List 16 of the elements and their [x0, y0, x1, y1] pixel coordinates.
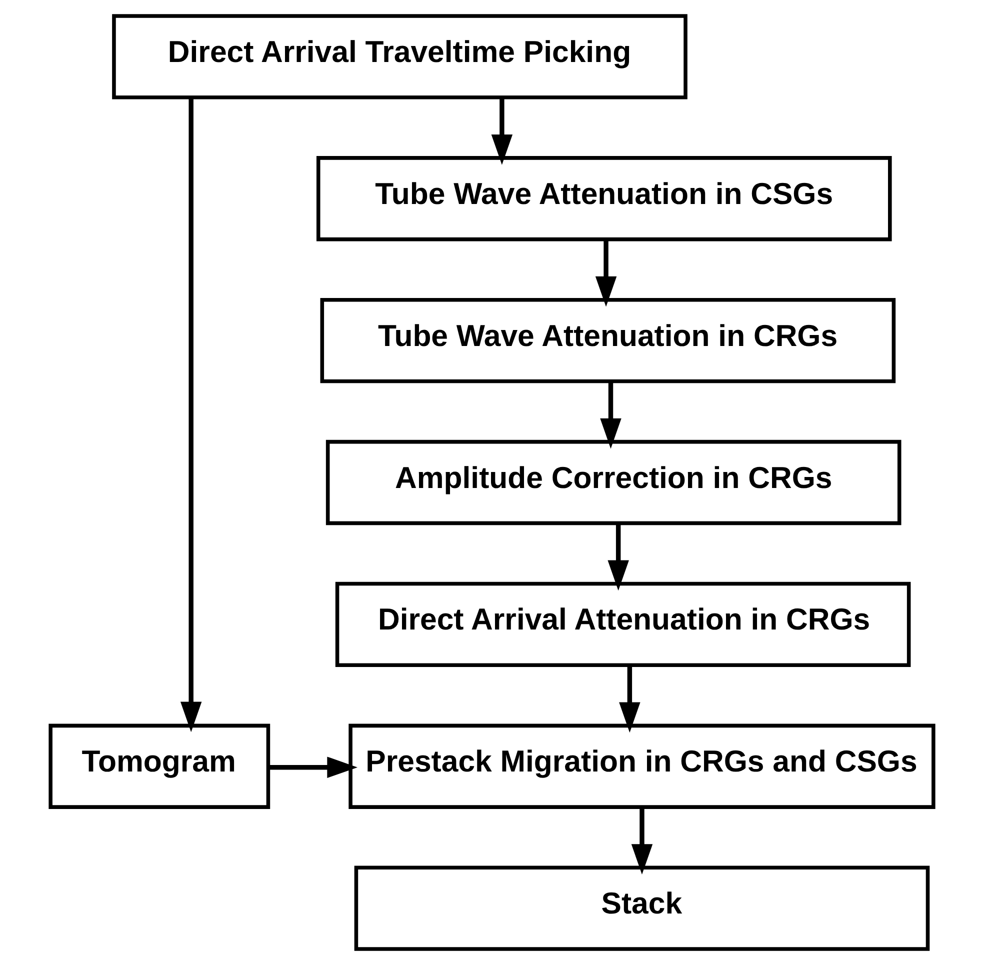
arrow [600, 382, 622, 449]
arrow [631, 807, 653, 875]
arrow [595, 240, 617, 307]
arrow [268, 756, 358, 778]
node-box: Direct Arrival Traveltime Picking [112, 14, 688, 100]
node-box: Tube Wave Attenuation in CSGs [316, 156, 892, 242]
node-box: Tomogram [48, 724, 270, 809]
node-box: Tube Wave Attenuation in CRGs [320, 298, 896, 384]
node-box: Amplitude Correction in CRGs [326, 440, 902, 526]
arrow [619, 666, 640, 733]
arrow [180, 97, 202, 732]
node-box: Direct Arrival Attenuation in CRGs [335, 582, 911, 668]
arrow [491, 98, 513, 165]
node-box: Prestack Migration in CRGs and CSGs [348, 724, 936, 809]
node-box: Stack [354, 866, 930, 951]
arrow [608, 524, 629, 591]
